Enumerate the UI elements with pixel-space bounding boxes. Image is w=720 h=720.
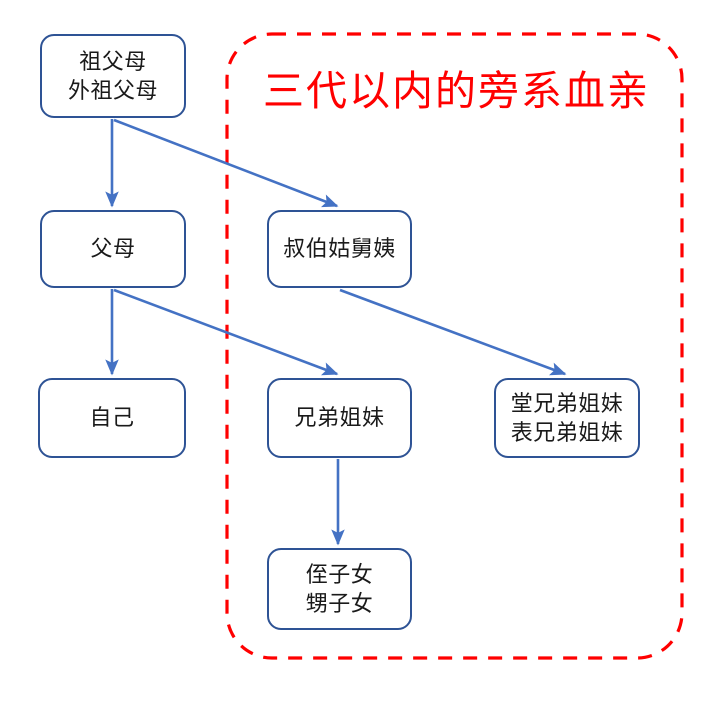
node-uncles-aunts-line1: 叔伯姑舅姨 bbox=[283, 236, 396, 262]
node-siblings[interactable]: 兄弟姐妹 bbox=[267, 378, 412, 458]
node-nephews-nieces-line2: 甥子女 bbox=[305, 591, 374, 616]
edge-parents-to-siblings bbox=[113, 288, 339, 376]
node-self[interactable]: 自己 bbox=[38, 378, 186, 458]
node-uncles-aunts[interactable]: 叔伯姑舅姨 bbox=[267, 210, 412, 288]
edge-uncles-aunts-to-cousins bbox=[339, 288, 567, 376]
node-cousins-line2: 表兄弟姐妹 bbox=[510, 420, 624, 445]
node-nephews-nieces[interactable]: 侄子女 甥子女 bbox=[267, 548, 412, 630]
node-nephews-nieces-line1: 侄子女 bbox=[305, 561, 374, 587]
node-siblings-line1: 兄弟姐妹 bbox=[294, 405, 385, 431]
node-cousins[interactable]: 堂兄弟姐妹 表兄弟姐妹 bbox=[494, 378, 640, 458]
node-parents-line1: 父母 bbox=[90, 236, 136, 262]
node-grandparents[interactable]: 祖父母 外祖父母 bbox=[40, 34, 186, 118]
region-label: 三代以内的旁系血亲 bbox=[263, 68, 650, 114]
node-parents[interactable]: 父母 bbox=[40, 210, 186, 288]
node-grandparents-line2: 外祖父母 bbox=[67, 78, 158, 103]
node-self-line1: 自己 bbox=[89, 405, 135, 431]
node-grandparents-line1: 祖父母 bbox=[79, 48, 147, 74]
edge-grandparents-to-uncles-aunts bbox=[113, 118, 339, 208]
node-cousins-line1: 堂兄弟姐妹 bbox=[510, 390, 624, 416]
